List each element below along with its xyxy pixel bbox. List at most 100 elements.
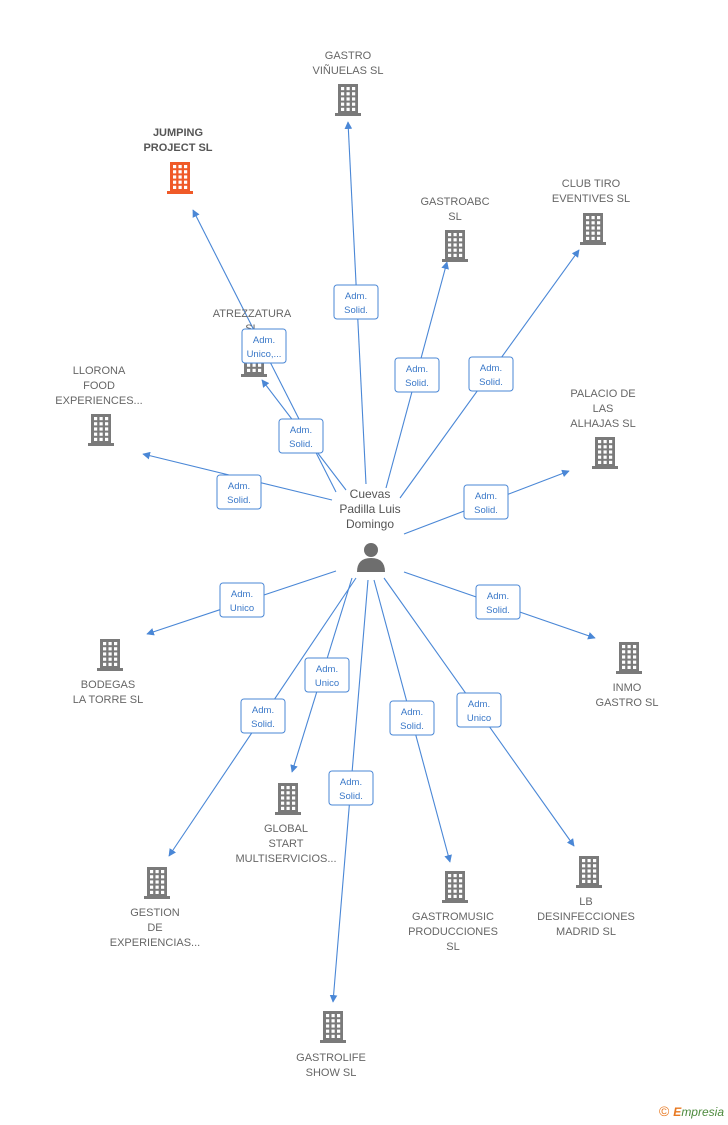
building-icon — [88, 414, 114, 446]
company-label: DESINFECCIONES — [537, 911, 635, 923]
company-label: PROJECT SL — [143, 142, 212, 154]
company-label: EXPERIENCES... — [55, 395, 142, 407]
company-label: GESTION — [130, 907, 180, 919]
building-icon — [580, 213, 606, 245]
role-badge-text: Solid. — [486, 605, 510, 616]
company-label: ALHAJAS SL — [570, 418, 635, 430]
company-label: BODEGAS — [81, 679, 135, 691]
role-badge: Adm.Solid. — [475, 584, 521, 620]
company-node-club-tiro[interactable]: CLUB TIRO EVENTIVES SL — [552, 178, 630, 245]
role-badge-text: Adm. — [340, 777, 362, 788]
company-label: EVENTIVES SL — [552, 193, 630, 205]
building-icon — [616, 642, 642, 674]
company-node-global-start[interactable]: GLOBAL START MULTISERVICIOS... — [235, 783, 337, 865]
company-label: INMO — [613, 682, 642, 694]
person-label: Padilla Luis — [339, 502, 400, 516]
company-node-gestion[interactable]: GESTION DE EXPERIENCIAS... — [110, 867, 200, 949]
company-node-llorona[interactable]: LLORONA FOOD EXPERIENCES... — [55, 365, 143, 446]
company-label: START — [268, 838, 303, 850]
role-badge-text: Adm. — [480, 363, 502, 374]
company-node-lb-desinfecciones[interactable]: LB DESINFECCIONES MADRID SL — [537, 856, 635, 938]
company-node-gastromusic[interactable]: GASTROMUSIC PRODUCCIONES SL — [408, 871, 498, 953]
company-label: VIÑUELAS SL — [313, 64, 384, 77]
role-badge: Adm.Solid. — [394, 357, 440, 393]
role-badge-text: Solid. — [344, 305, 368, 316]
company-node-gastro-vinuelas[interactable]: GASTRO VIÑUELAS SL — [313, 50, 384, 116]
role-badge-text: Unico — [230, 603, 254, 614]
building-icon — [442, 230, 468, 262]
company-label: PALACIO DE — [570, 388, 635, 400]
company-label: MADRID SL — [556, 926, 616, 938]
role-badge-text: Adm. — [468, 699, 490, 710]
company-label: SHOW SL — [306, 1067, 357, 1079]
building-icon — [320, 1011, 346, 1043]
role-badge-text: Adm. — [253, 335, 275, 346]
nodes-layer: GASTRO VIÑUELAS SL JUMPING PROJECT SL GASTRO… — [55, 50, 658, 1079]
company-label: CLUB TIRO — [562, 178, 621, 190]
building-icon — [167, 162, 193, 194]
building-icon — [442, 871, 468, 903]
company-label: EXPERIENCIAS... — [110, 937, 200, 949]
role-badge-text: Solid. — [405, 378, 429, 389]
role-badge-text: Adm. — [228, 481, 250, 492]
role-badge-text: Adm. — [401, 707, 423, 718]
company-label: GASTROMUSIC — [412, 911, 494, 923]
company-label: LA TORRE SL — [73, 694, 144, 706]
company-label: LAS — [593, 403, 614, 415]
role-badge: Adm. Solid. — [216, 474, 262, 510]
company-node-jumping-project[interactable]: JUMPING PROJECT SL — [143, 127, 213, 194]
role-badge: Adm. Solid. — [328, 770, 374, 806]
copyright-symbol: © — [658, 1103, 670, 1119]
role-badge: Adm. Solid. — [468, 356, 514, 392]
building-icon — [592, 437, 618, 469]
role-badge-text: Solid. — [474, 505, 498, 516]
role-badge: Adm.Solid. — [240, 698, 286, 734]
person-label: Cuevas — [350, 487, 391, 501]
role-badge-text: Solid. — [339, 791, 363, 802]
company-label: FOOD — [83, 380, 115, 392]
company-label: LLORONA — [73, 365, 126, 377]
role-badge: Adm. Solid. — [333, 284, 379, 320]
building-icon — [275, 783, 301, 815]
company-label: GLOBAL — [264, 823, 308, 835]
role-badge: Adm.Unico — [456, 692, 502, 728]
role-badge-text: Adm. — [475, 491, 497, 502]
company-node-gastroabc[interactable]: GASTROABC SL — [420, 196, 490, 262]
role-badge-text: Unico — [315, 678, 339, 689]
company-label: LB — [579, 896, 592, 908]
person-icon — [357, 543, 385, 572]
company-label: ATREZZATURA — [213, 308, 292, 320]
building-icon — [144, 867, 170, 899]
building-icon — [335, 84, 361, 116]
role-badge: Adm. Solid. — [463, 484, 509, 520]
role-badge: Adm.Unico,... — [241, 328, 287, 364]
company-node-palacio[interactable]: PALACIO DE LAS ALHAJAS SL — [570, 388, 636, 469]
company-label: SL — [446, 941, 459, 953]
role-badge-text: Solid. — [289, 439, 313, 450]
company-label: PRODUCCIONES — [408, 926, 498, 938]
role-badge-text: Adm. — [316, 664, 338, 675]
brand-rest: mpresia — [681, 1105, 724, 1119]
role-badge-text: Solid. — [479, 377, 503, 388]
building-icon — [576, 856, 602, 888]
company-label: GASTROABC — [420, 196, 489, 208]
company-label: MULTISERVICIOS... — [235, 853, 336, 865]
badges-layer: Adm. Solid. Adm. Solid. Adm. Solid. Adm. Solid.… — [216, 284, 521, 806]
empresia-logo[interactable]: ©Empresia — [659, 1103, 724, 1119]
role-badge-text: Solid. — [227, 495, 251, 506]
company-label: GASTRO — [325, 50, 372, 62]
role-badge-text: Adm. — [345, 291, 367, 302]
role-badge: Adm.Solid. — [389, 700, 435, 736]
role-badge-text: Adm. — [290, 425, 312, 436]
company-label: SL — [448, 211, 461, 223]
company-label: DE — [147, 922, 162, 934]
company-node-bodegas[interactable]: BODEGAS LA TORRE SL — [73, 639, 144, 706]
role-badge: Adm.Unico — [219, 582, 265, 618]
company-label: JUMPING — [153, 127, 203, 139]
role-badge-text: Adm. — [252, 705, 274, 716]
person-label: Domingo — [346, 517, 394, 531]
